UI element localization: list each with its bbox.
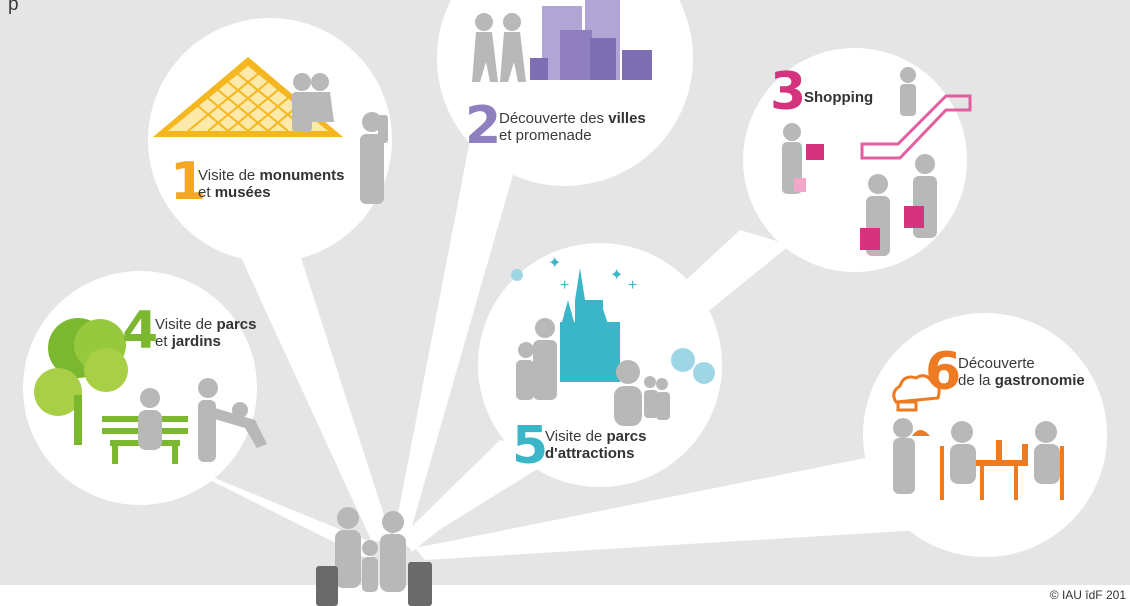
activity-5-line2-bold: d'attractions xyxy=(545,445,635,462)
diners-icon xyxy=(893,418,1060,494)
activity-number-5: 5 xyxy=(512,416,549,476)
activity-4-line1-bold: parcs xyxy=(216,316,257,333)
activity-label-6: 6 Découverte de la gastronomie xyxy=(925,344,1095,400)
activity-6-line2-bold: gastronomie xyxy=(994,372,1085,389)
activity-label-3: 3 Shopping xyxy=(770,66,890,118)
svg-text:✦: ✦ xyxy=(610,267,623,284)
activity-1-line2-bold: musées xyxy=(214,184,271,201)
activity-label-5: 5 Visite de parcs d'attractions xyxy=(512,416,672,472)
activity-number-2: 2 xyxy=(465,96,502,156)
castle-icon xyxy=(560,268,620,382)
gift-icon xyxy=(794,144,924,250)
walkers-icon xyxy=(472,13,526,82)
activity-4-line2: et xyxy=(155,333,172,350)
tail-2 xyxy=(393,140,520,540)
bubble-1 xyxy=(148,18,392,262)
tree-icon xyxy=(34,318,128,445)
activity-number-3: 3 xyxy=(770,62,807,122)
activity-number-6: 6 xyxy=(925,342,962,402)
activity-3-line1-bold: Shopping xyxy=(804,89,874,106)
activity-number-4: 4 xyxy=(122,301,159,361)
city-icon xyxy=(530,0,652,80)
activity-1-line1: Visite de xyxy=(198,167,260,184)
svg-text:+: + xyxy=(628,277,637,294)
family-visitors-icon xyxy=(516,318,670,426)
bubble-2 xyxy=(437,0,693,186)
activity-label-1: 1 Visite de monuments et musées xyxy=(170,152,360,208)
park-visitors-icon xyxy=(138,378,267,462)
tail-5 xyxy=(398,440,560,548)
activity-6-line1: Découverte xyxy=(958,355,1035,372)
table-icon xyxy=(912,430,1064,500)
activity-5-line1-bold: parcs xyxy=(606,428,647,445)
activity-4-line1: Visite de xyxy=(155,316,217,333)
activity-5-line1: Visite de xyxy=(545,428,607,445)
bubble-6 xyxy=(863,313,1107,557)
title-fragment: p xyxy=(8,0,19,15)
balloons-icon xyxy=(511,269,715,384)
activity-1-line1-bold: monuments xyxy=(259,167,345,184)
activity-1-line2: et xyxy=(198,184,215,201)
activity-2-line1: Découverte des xyxy=(499,110,609,127)
sparkles-icon: ✦ ✦ + + xyxy=(548,255,637,294)
activity-label-4: 4 Visite de parcs et jardins xyxy=(122,305,262,361)
chef-hat-icon xyxy=(892,374,941,412)
copyright-credit: © IAU îdF 201 xyxy=(1049,588,1126,602)
activity-2-line1-bold: villes xyxy=(608,110,646,127)
tourists-icon xyxy=(292,73,388,204)
svg-text:✦: ✦ xyxy=(548,255,561,272)
activity-number-1: 1 xyxy=(170,152,207,212)
escalator-icon xyxy=(860,94,972,160)
activity-label-2: 2 Découverte des villes et promenade xyxy=(465,96,665,152)
tail-6 xyxy=(415,455,920,560)
activity-2-line2: et promenade xyxy=(499,127,592,144)
family-travelers-icon xyxy=(316,507,432,606)
activity-6-line2: de la xyxy=(958,372,995,389)
activity-4-line2-bold: jardins xyxy=(171,333,221,350)
tail-1 xyxy=(240,255,392,542)
svg-text:+: + xyxy=(560,277,569,294)
